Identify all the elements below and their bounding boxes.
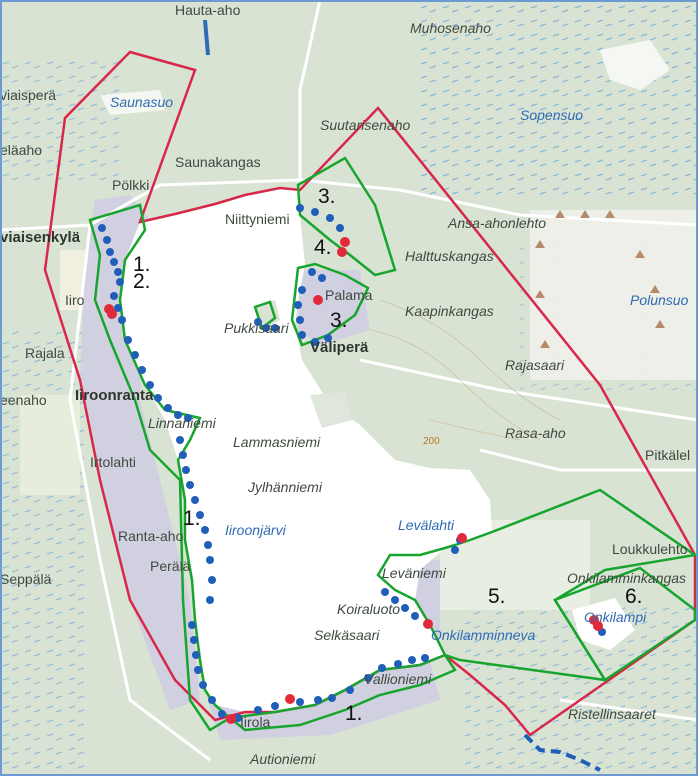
zones [88, 156, 698, 732]
area-label-3-north: 3. [318, 185, 336, 208]
contours [369, 299, 561, 441]
stream-south [523, 733, 601, 772]
label-onkilampi: Onkilampi [584, 609, 647, 625]
area-label-3-palama: 3. [330, 309, 348, 332]
label-hauta-aho: Hauta-aho [175, 2, 241, 18]
label-onkilamminneva: Onkilamminneva [431, 627, 535, 643]
label-onkilamminkangas: Onkilamminkangas [567, 570, 686, 586]
project-boundary [43, 50, 697, 737]
area-label-2: 2. [133, 270, 151, 293]
label-autioniemi: Autioniemi [249, 751, 316, 767]
label-palama: Palama [325, 287, 373, 303]
zone-3-palama [290, 262, 370, 347]
place-labels: Hauta-aho Muhosenaho viaisperä Saunasuo … [0, 2, 690, 767]
area-label-1-north: 1. [133, 253, 151, 276]
escarpment-marks [535, 210, 665, 348]
label-saunasuo: Saunasuo [110, 94, 173, 110]
label-saunakangas: Saunakangas [175, 154, 261, 170]
label-pukkisaari: Pukkisaari [224, 320, 289, 336]
label-perala: Perälä [150, 558, 191, 574]
label-polkki: Pölkki [112, 177, 149, 193]
lake-onkilampi [572, 598, 635, 650]
lake-polunsuo [600, 40, 670, 90]
label-halttuskangas: Halttuskangas [405, 248, 494, 264]
label-polunsuo: Polunsuo [630, 292, 689, 308]
zone-3-north [296, 156, 397, 277]
label-viaisenkyla: viaisenkylä [0, 229, 81, 246]
label-iiroonjarvi: Iiroonjärvi [225, 522, 287, 538]
label-linnaniemi: Linnaniemi [148, 415, 217, 431]
label-koiraluoto: Koiraluoto [337, 601, 400, 617]
label-ranta-aho: Ranta-aho [118, 528, 184, 544]
label-seppala: Seppälä [0, 571, 52, 587]
area-labels: 1. 2. 3. 4. 3. 1. 5. 6. 1. [133, 185, 643, 725]
label-levaniemi: Leväniemi [382, 565, 447, 581]
observation-dots-blue [98, 204, 606, 722]
label-contour: 200 [423, 436, 440, 447]
zone-1-leva [376, 488, 698, 682]
label-lammasniemi: Lammasniemi [233, 434, 321, 450]
label-kaapinkangas: Kaapinkangas [405, 303, 494, 319]
label-viaispera: viaisperä [0, 87, 56, 103]
label-rajasaari: Rajasaari [505, 357, 565, 373]
label-vallioniemi: Vallioniemi [364, 671, 432, 687]
label-levalahti: Levälahti [398, 517, 455, 533]
lake-saunasuo [100, 90, 165, 115]
area-label-5: 5. [488, 585, 506, 608]
observation-dots-red [104, 237, 603, 724]
area-label-4: 4. [314, 236, 332, 259]
area-label-1-mid: 1. [183, 507, 201, 530]
label-ansa-ahonlehto: Ansa-ahonlehto [447, 215, 546, 231]
label-iiroonranta: Iiroonranta [75, 387, 154, 404]
label-niittyniemi: Niittyniemi [225, 211, 290, 227]
label-eenaho: eenaho [0, 392, 47, 408]
stream [203, 19, 210, 56]
zone-6 [553, 566, 697, 682]
label-jylhanniemi: Jylhänniemi [247, 479, 323, 495]
label-rajala: Rajala [25, 345, 65, 361]
label-ristellinsaaret: Ristellinsaaret [568, 706, 657, 722]
label-loukkulehto: Loukkulehto [612, 541, 688, 557]
label-selkasaari: Selkäsaari [314, 627, 380, 643]
label-elaaho: eläaho [0, 142, 42, 158]
label-iirola: Iirola [240, 714, 271, 730]
label-rasa-aho: Rasa-aho [505, 425, 566, 441]
label-pitkalehto: Pitkälel [645, 447, 690, 463]
label-sopensuo: Sopensuo [520, 107, 583, 123]
label-valipera: Väliperä [310, 339, 369, 356]
label-suutarisenaho: Suutarisenaho [320, 117, 411, 133]
label-muhosenaho: Muhosenaho [410, 20, 491, 36]
field-areas [20, 210, 698, 610]
zone-1-west [88, 203, 233, 732]
label-iiro: Iiro [65, 292, 85, 308]
label-irtolahti: Irtolahti [90, 454, 136, 470]
area-label-6: 6. [625, 585, 643, 608]
area-label-1-south: 1. [345, 702, 363, 725]
